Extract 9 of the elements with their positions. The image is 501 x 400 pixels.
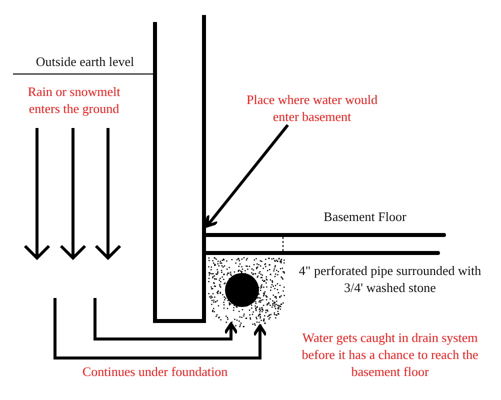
flow-label: Continues under foundation: [81, 363, 229, 380]
pipe-label: 4" perforated pipe surrounded with 3/4' washed stone: [298, 262, 482, 296]
callout-text: Place where water would enter basement: [232, 91, 392, 125]
foundation-wall: [153, 15, 206, 323]
ground-level-label: Outside earth level: [34, 53, 136, 70]
floor-label: Basement Floor: [322, 208, 408, 225]
leader-arrow: [206, 124, 289, 228]
rain-label: Rain or snowmelt enters the ground: [26, 83, 122, 117]
drain-note: Water gets caught in drain system before it has a chance to reach the basement floor: [300, 329, 480, 380]
